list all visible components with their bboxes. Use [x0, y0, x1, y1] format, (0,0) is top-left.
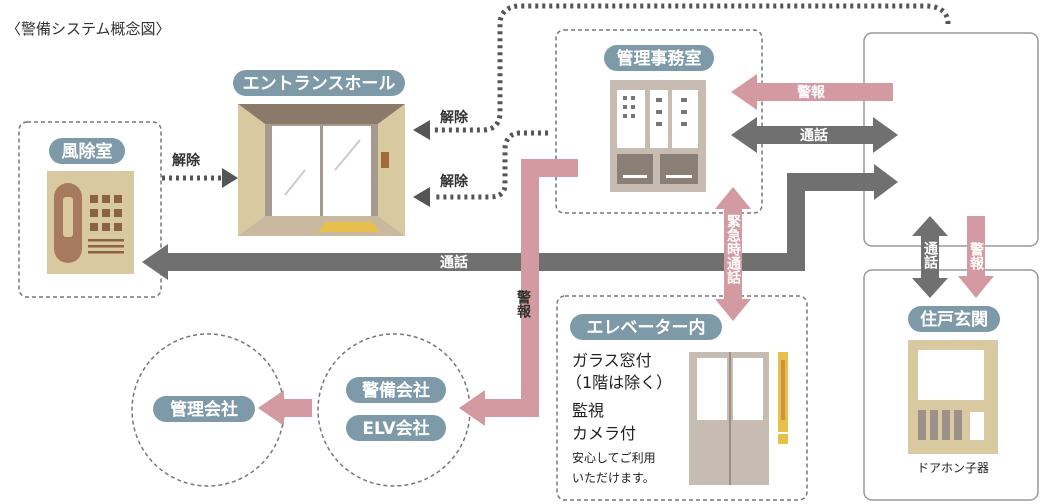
management-company-label: 管理会社 [170, 399, 238, 420]
management-office-pill [604, 45, 714, 71]
elevator-box [556, 295, 808, 501]
residence-entrance-label: 住戸玄関 [920, 309, 988, 330]
management-company-pill [153, 396, 255, 422]
elevator-note-6: いただけます。 [572, 471, 655, 485]
elevator-pill [570, 314, 722, 340]
emergency-call-bar [724, 205, 742, 305]
wind-room-label: 風除室 [62, 141, 113, 162]
call-vertical-label: 通話 [922, 241, 938, 270]
elv-company-label: ELV会社 [362, 418, 429, 439]
elevator-label: エレベーター内 [587, 317, 706, 338]
wind-room-pill [49, 138, 125, 164]
elevator-note-5: 安心してご利用 [572, 450, 656, 465]
alarm-vertical-right-label: 警報 [968, 241, 984, 271]
company-link-bar [282, 399, 312, 417]
entrance-hall-label: エントランスホール [243, 74, 396, 94]
main-call-label: 通話 [440, 254, 468, 271]
residence-box [863, 269, 1039, 501]
management-office-label: 管理事務室 [617, 48, 702, 69]
emergency-call-label: 緊急時通話 [725, 213, 741, 285]
emergency-arrowhead-bottom [715, 299, 751, 321]
release-label-3: 解除 [172, 152, 201, 169]
release-arrowhead-1 [413, 120, 430, 140]
alarm-arrowhead [459, 390, 485, 426]
emergency-arrowhead-top [715, 187, 751, 209]
management-panel [610, 80, 706, 192]
security-company-circle [317, 333, 471, 487]
alarm-top-arrowhead [731, 74, 757, 110]
alarm-line [485, 159, 578, 417]
call-top-bar [755, 126, 875, 144]
call-top-arrowhead-left [731, 117, 757, 153]
release-arrowhead-2 [413, 187, 430, 207]
main-call-arrowhead-left [142, 244, 168, 280]
elv-company-pill [346, 415, 446, 441]
elevator-note-3: 監視 [572, 401, 604, 420]
company-link-arrowhead [258, 390, 284, 426]
diagram-title: 〈警備システム概念図〉 [6, 20, 171, 38]
main-call-line [168, 173, 878, 271]
entrance-hall-pill [233, 70, 405, 96]
entrance-hall-illustration [238, 104, 405, 236]
wind-room-box [18, 121, 162, 298]
elevator-note-4: カメラ付 [572, 424, 636, 443]
release-label-1: 解除 [440, 109, 469, 126]
release-arrowhead-3 [222, 168, 238, 188]
call-top-arrowhead-right [873, 117, 898, 153]
call-vertical-bar [921, 234, 939, 280]
residence-entrance-pill [908, 306, 1000, 332]
call-top-label: 通話 [800, 127, 828, 144]
intercom-label: ドアホン子器 [917, 461, 989, 475]
alarm-vertical-right-arrowhead [958, 276, 994, 298]
alarm-top-label: 警報 [797, 84, 826, 101]
call-vertical-arrowhead-bottom [912, 278, 948, 298]
call-vertical-arrowhead-top [912, 216, 948, 236]
dotted-lines [162, 3, 951, 200]
security-company-label: 警備会社 [361, 380, 430, 401]
elevator-note-1: ガラス窓付 [572, 351, 652, 370]
residence-intercom [908, 340, 998, 454]
management-office-box [555, 29, 763, 214]
main-call-arrowhead-right [874, 164, 898, 200]
alarm-vertical-right-bar [967, 216, 985, 278]
security-company-pill [346, 377, 446, 403]
elevator-note-2: （1階は除く） [566, 373, 672, 392]
release-label-2: 解除 [440, 173, 469, 190]
wind-room-intercom [47, 171, 134, 274]
alarm-top-bar [755, 83, 893, 101]
alarm-vertical-label: 警報 [515, 289, 531, 319]
elevator-door [689, 352, 788, 485]
